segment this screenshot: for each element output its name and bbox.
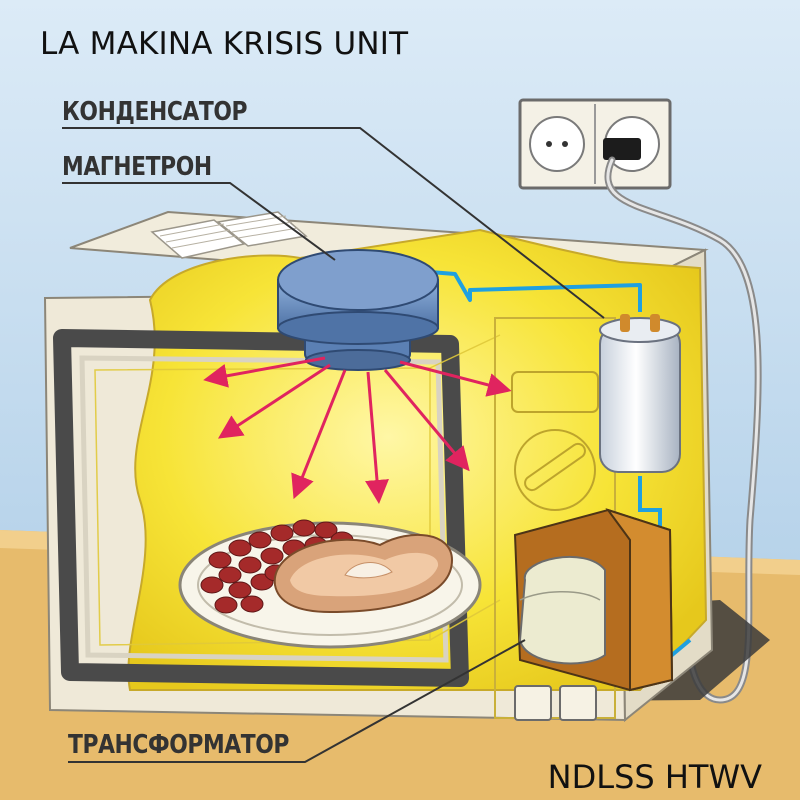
- transformer-icon: [513, 508, 674, 692]
- magnetron-icon: [277, 249, 439, 371]
- capacitor-icon: [599, 314, 681, 473]
- callout-lines: [62, 127, 605, 763]
- control-panel: [494, 317, 616, 721]
- capacitor-label: КОНДЕНСАТОР: [62, 97, 248, 127]
- bottom-caption: NDLSS HTWV: [547, 758, 762, 796]
- page-title: LA MAKINA KRISIS UNIT: [40, 26, 409, 62]
- transformer-label: ТРАНСФОРМАТОР: [68, 730, 289, 760]
- microwave-waves: [203, 356, 512, 504]
- wall-socket-icon: [518, 98, 672, 190]
- steak: [273, 533, 454, 614]
- wiring: [429, 270, 642, 312]
- magnetron-label: МАГНЕТРОН: [62, 152, 212, 182]
